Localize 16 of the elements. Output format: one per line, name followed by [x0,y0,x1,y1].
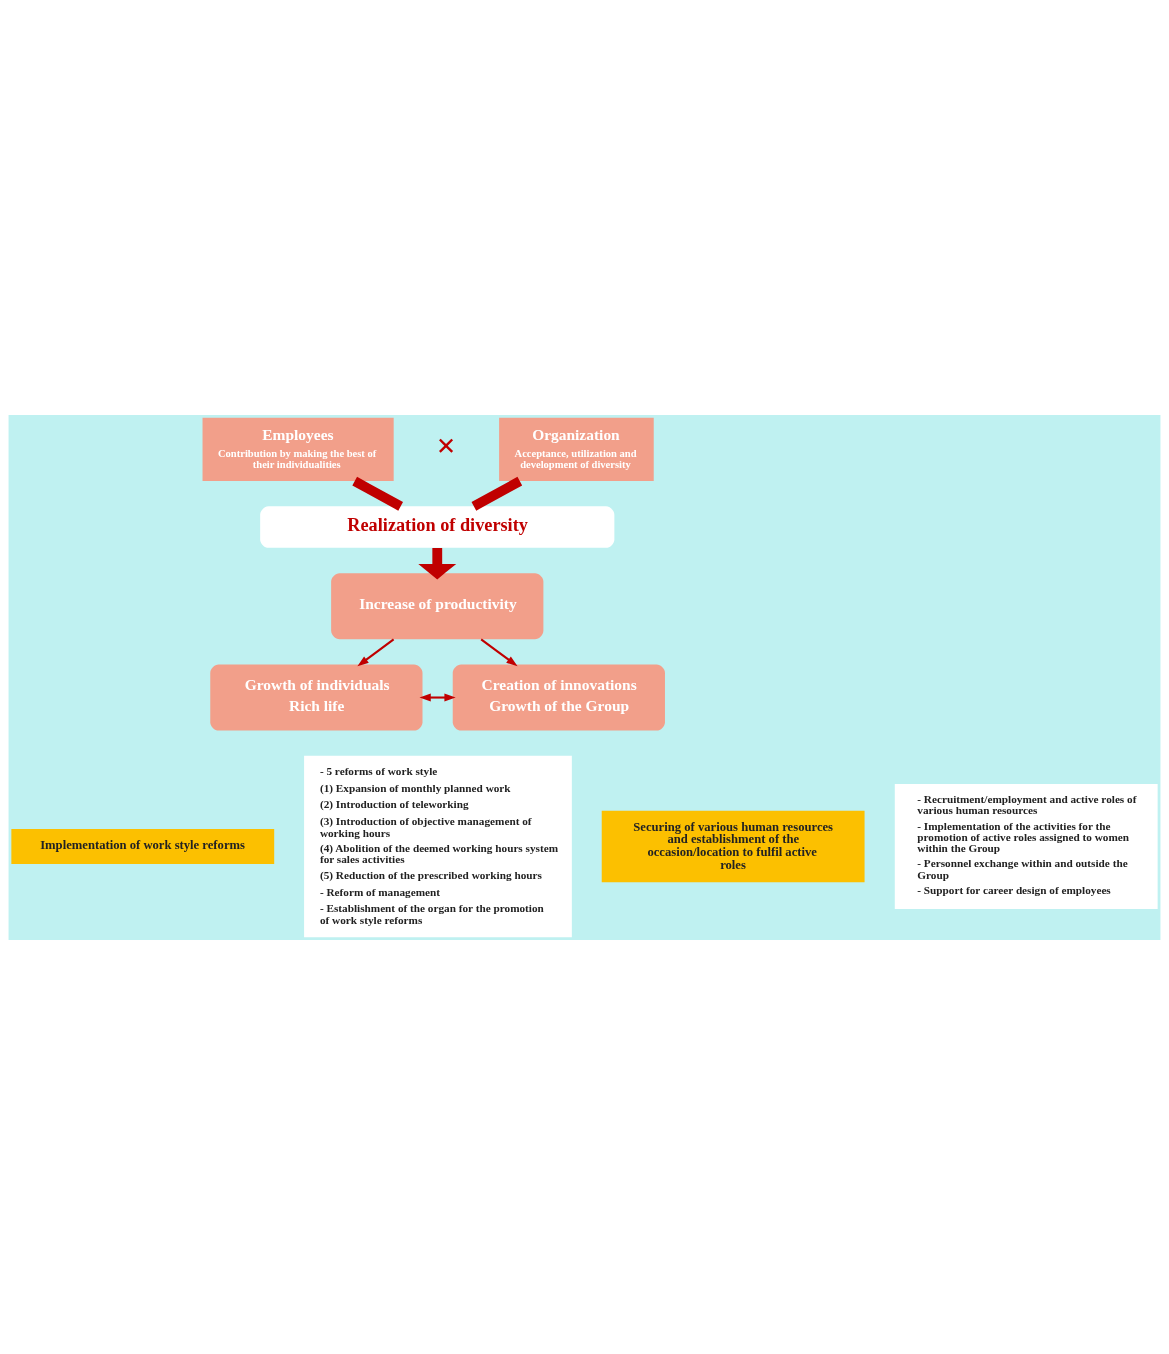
node-box: Employees Contribution by making the best of their individualities [202,417,394,481]
node-box: - 5 reforms of work style (1) Expansion of monthly planned work (2) Introduction of teleworking (3) Introduction of objective management of working hours (4) Abolition of the deemed working hours system for sales activities (5) Reduction of the prescribed working hours - Reform of management - Establishment of the organ for the promotion of work style reforms [304,755,572,937]
node-box: Organization Acceptance, utilization and development of diversity [499,417,654,481]
node-box: Securing of various human resources and establishment of the occasion/location to fulfil active roles [601,810,865,882]
label: × [436,426,456,464]
node-box: Realization of diversity [260,505,615,548]
node-box: Implementation of work style reforms [11,828,275,864]
node-box: Growth of individuals Rich life [210,664,423,731]
node-box: - Recruitment/employment and active roles of various human resources - Implementation of the activities for the promotion of active roles assigned to women within the Group - Personnel exchange within and outside the Group - Support for career design of employees [894,783,1158,909]
arrow [480,638,518,666]
connector [352,476,403,511]
node-box: Creation of innovations Growth of the Group [452,664,665,731]
arrow [357,638,395,666]
node-box: Increase of productivity [331,572,544,639]
arrow [419,693,456,701]
arrow [418,547,457,579]
